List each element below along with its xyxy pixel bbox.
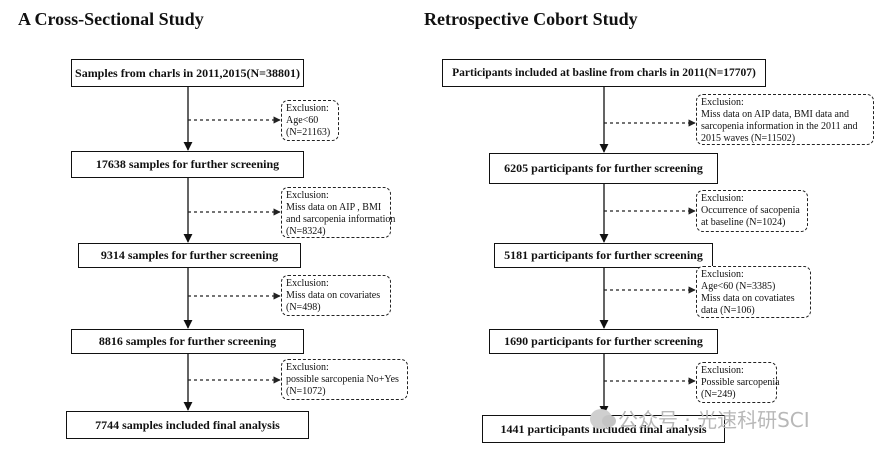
left-exclusion-3-line-3: (N=498) — [286, 302, 321, 313]
right-exclusion-2-line-2: Occurrence of sacopenia at baseline (N=1… — [701, 205, 800, 228]
left-exclusion-2-line-4: (N=8324) — [286, 226, 326, 237]
left-box-3: 9314 samples for further screening — [78, 243, 301, 268]
right-exclusion-3-line-1: Exclusion: — [701, 269, 744, 280]
left-exclusion-2: Exclusion: Miss data on AIP , BMI and sa… — [281, 187, 396, 238]
right-box-1: Participants included at basline from ch… — [442, 59, 766, 87]
left-exclusion-3-line-1: Exclusion: — [286, 278, 329, 289]
right-exclusion-1: Exclusion: Miss data on AIP data, BMI da… — [696, 94, 874, 145]
right-exclusion-2-line-1: Exclusion: — [701, 193, 744, 204]
left-exclusion-2-line-2: Miss data on AIP , BMI — [286, 202, 382, 213]
left-exclusion-4-line-2: possible sarcopenia No+Yes — [286, 374, 399, 385]
left-title: A Cross-Sectional Study — [18, 9, 204, 29]
wechat-logo-icon — [590, 408, 616, 429]
left-exclusion-4: Exclusion: possible sarcopenia No+Yes (N… — [281, 359, 408, 400]
right-exclusion-4-line-2: Possible sarcopenia — [701, 377, 780, 388]
left-exclusion-4-line-3: (N=1072) — [286, 386, 326, 397]
left-exclusion-1: Exclusion: Age<60 (N=21163) — [281, 100, 339, 141]
left-box-2: 17638 samples for further screening — [71, 151, 304, 178]
left-exclusion-3: Exclusion: Miss data on covariates (N=49… — [281, 275, 391, 316]
left-box-4: 8816 samples for further screening — [71, 329, 304, 354]
left-exclusion-1-line-3: (N=21163) — [286, 127, 331, 138]
right-exclusion-1-line-2: Miss data on AIP data, BMI data and sarc… — [701, 109, 858, 144]
left-exclusion-1-line-2: Age<60 — [286, 115, 319, 126]
right-exclusion-4-line-3: (N=249) — [701, 389, 736, 400]
right-exclusion-1-line-1: Exclusion: — [701, 97, 744, 108]
left-exclusion-2-line-1: Exclusion: — [286, 190, 329, 201]
right-exclusion-4-line-1: Exclusion: — [701, 365, 744, 376]
right-title: Retrospective Cobort Study — [424, 9, 638, 29]
left-exclusion-1-line-1: Exclusion: — [286, 103, 329, 114]
right-exclusion-3: Exclusion: Age<60 (N=3385) Miss data on … — [696, 266, 811, 318]
watermark: 公众号 · 光速科研SCI — [590, 404, 810, 433]
left-exclusion-2-line-3: and sarcopenia information — [286, 214, 396, 225]
right-exclusion-3-line-2: Age<60 (N=3385) — [701, 281, 776, 292]
right-box-4: 1690 participants for further screening — [489, 329, 718, 354]
left-exclusion-3-line-2: Miss data on covariates — [286, 290, 381, 301]
right-exclusion-3-line-3: Miss data on covatiates data (N=106) — [701, 293, 795, 316]
watermark-text: 公众号 · 光速科研SCI — [618, 408, 810, 432]
left-box-5: 7744 samples included final analysis — [66, 411, 309, 439]
right-exclusion-4: Exclusion: Possible sarcopenia (N=249) — [696, 362, 780, 403]
left-box-1: Samples from charls in 2011,2015(N=38801… — [71, 59, 304, 87]
right-box-3: 5181 participants for further screening — [494, 243, 713, 268]
right-exclusion-2: Exclusion: Occurrence of sacopenia at ba… — [696, 190, 808, 232]
right-box-2: 6205 participants for further screening — [489, 153, 718, 184]
left-exclusion-4-line-1: Exclusion: — [286, 362, 329, 373]
